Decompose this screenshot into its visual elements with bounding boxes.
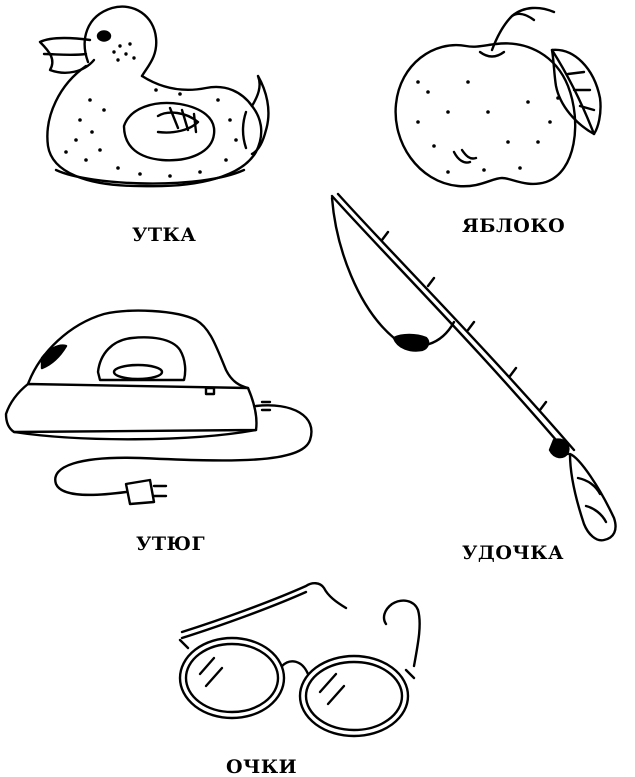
iron-illustration — [4, 309, 313, 506]
duck-label: УТКА — [132, 224, 197, 246]
apple-illustration — [394, 6, 602, 188]
apple-label: ЯБЛОКО — [462, 215, 566, 237]
duck-illustration — [38, 5, 270, 188]
glasses-label: ОЧКИ — [226, 756, 298, 777]
iron-label: УТЮГ — [136, 533, 206, 555]
glasses-illustration — [178, 582, 421, 738]
fishing-rod-label: УДОЧКА — [462, 542, 564, 564]
fishing-rod-illustration — [330, 192, 617, 542]
